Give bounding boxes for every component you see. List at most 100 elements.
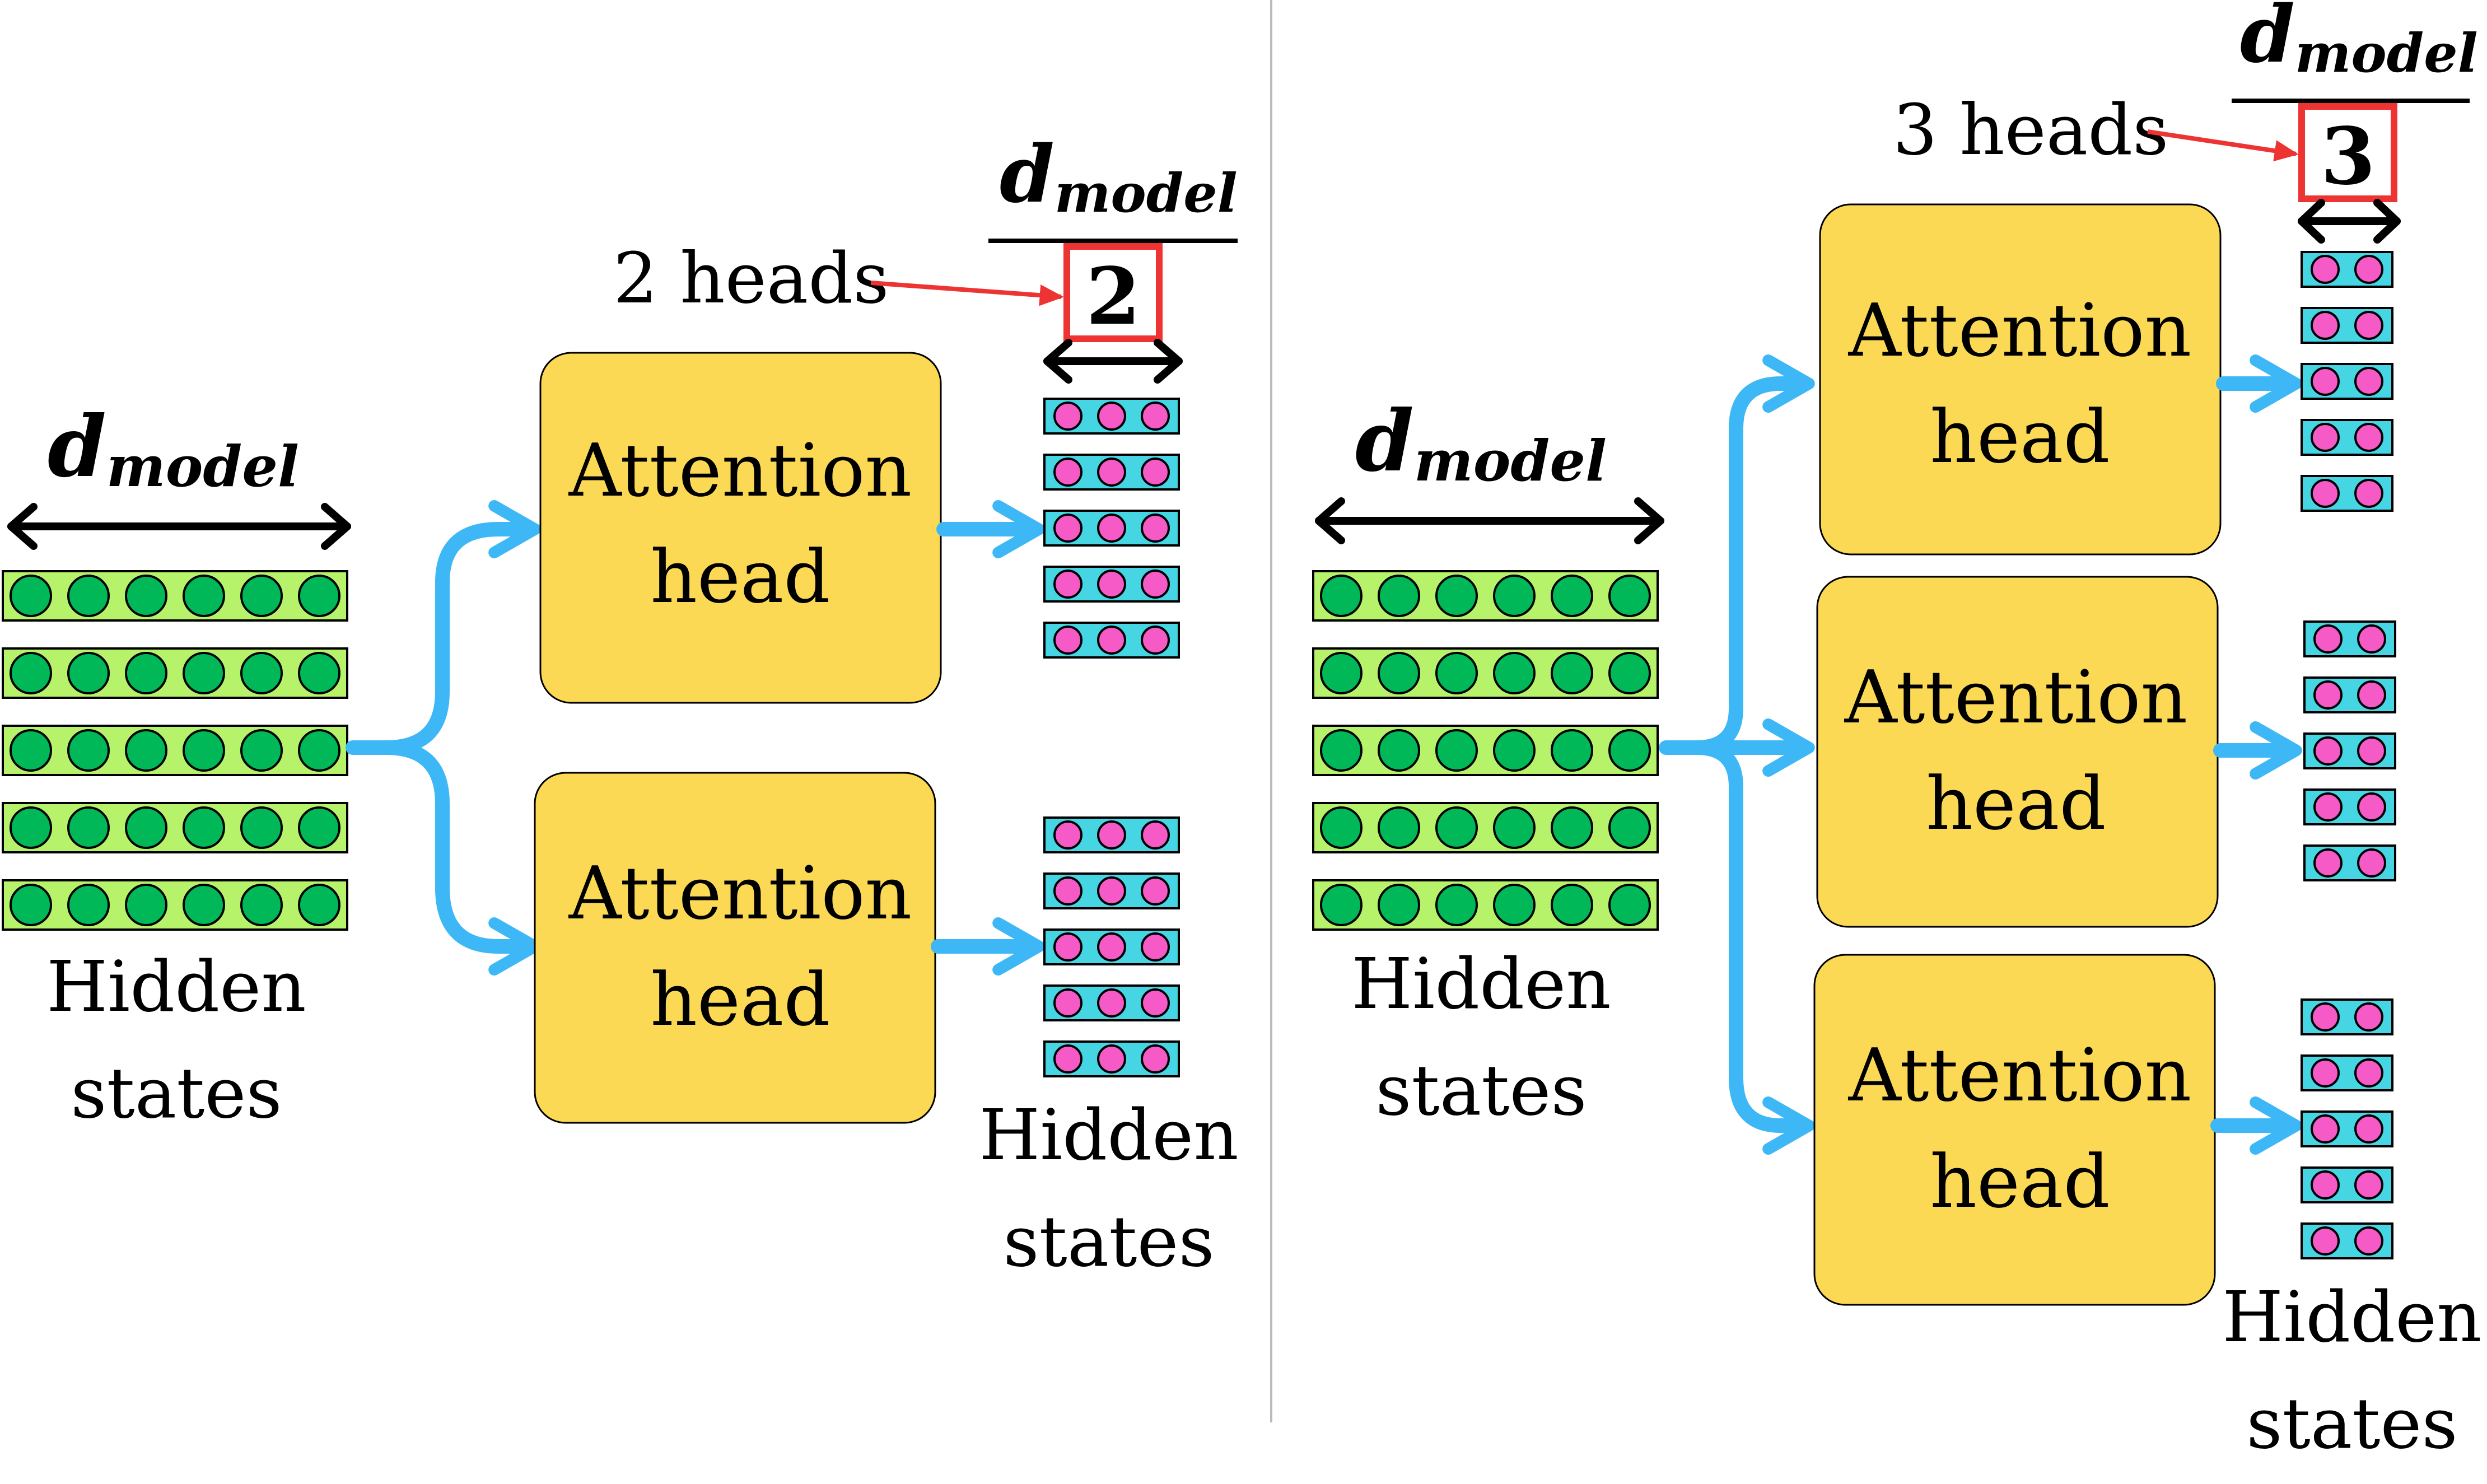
embedding-unit (1053, 820, 1082, 850)
embedding-unit (1435, 729, 1478, 772)
embedding-unit (1551, 806, 1593, 849)
attention-head: Attention head (539, 352, 942, 704)
embedding-unit (240, 806, 283, 849)
embedding-unit (1053, 402, 1082, 431)
heads-count-pointer (2147, 129, 2299, 162)
embedding-unit (1551, 884, 1593, 926)
embedding-unit (2313, 680, 2343, 710)
embedding-unit (1378, 652, 1420, 694)
input-label-line1: Hidden (46, 946, 306, 1028)
embedding-unit (2311, 255, 2340, 284)
embedding-unit (10, 806, 52, 849)
embedding-unit (1320, 652, 1363, 694)
embedding-unit (1053, 458, 1082, 487)
embedding-unit (1608, 652, 1651, 694)
embedding-unit (1378, 729, 1420, 772)
embedding-unit (298, 575, 340, 617)
embedding-unit (2311, 479, 2340, 508)
embedding-unit (2354, 423, 2383, 452)
embedding-unit (67, 884, 110, 926)
input-dmodel-label: dmodel (48, 398, 299, 500)
embedding-unit (2357, 848, 2386, 878)
embedding-unit (1053, 626, 1082, 655)
output-hidden-states (1043, 398, 1180, 659)
embedding-unit (298, 729, 340, 772)
input-label-line2: states (1375, 1050, 1587, 1131)
embedding-unit (1141, 1044, 1170, 1074)
embedding-unit (1320, 575, 1363, 617)
embedding-unit (1053, 514, 1082, 543)
token-row (2, 570, 348, 622)
embedding-unit (1608, 575, 1651, 617)
embedding-unit (1097, 1044, 1126, 1074)
embedding-unit (1097, 514, 1126, 543)
embedding-unit (240, 884, 283, 926)
embedding-unit (1053, 1044, 1082, 1074)
token-row (1312, 802, 1659, 853)
panel-three-heads: dmodel Hidden states Attention head Atte… (1312, 0, 2482, 1464)
output-arrows (2210, 354, 2302, 1155)
attention-head-label-line1: Attention (1844, 655, 2188, 740)
input-hidden-states (2, 570, 348, 931)
embedding-unit (2357, 680, 2386, 710)
embedding-unit (1053, 876, 1082, 906)
head-dim-numerator: dmodel (2240, 0, 2478, 85)
token-row (1312, 725, 1659, 776)
embedding-unit (1435, 884, 1478, 926)
attention-head-label-line2: head (650, 957, 830, 1042)
embedding-unit (1320, 729, 1363, 772)
attention-head-label-line1: Attention (1848, 288, 2192, 373)
embedding-unit (1378, 575, 1420, 617)
attention-head: Attention head (1816, 576, 2219, 928)
split-arrows (1659, 354, 1815, 1155)
output-hidden-states (2303, 620, 2396, 881)
embedding-unit (2354, 1114, 2383, 1144)
input-label-line1: Hidden (1351, 944, 1611, 1025)
embedding-unit (1141, 458, 1170, 487)
embedding-unit (1097, 876, 1126, 906)
embedding-unit (1320, 884, 1363, 926)
output-label-line2: states (2246, 1383, 2457, 1464)
output-label-line1: Hidden (2222, 1277, 2482, 1358)
embedding-unit (67, 575, 110, 617)
embedding-unit (1493, 575, 1536, 617)
embedding-unit (125, 652, 167, 694)
output-hidden-states (2301, 998, 2393, 1259)
output-arrows (931, 500, 1045, 976)
embedding-unit (1053, 932, 1082, 962)
embedding-unit (2357, 792, 2386, 822)
embedding-unit (1435, 575, 1478, 617)
attention-head-label-line2: head (1930, 394, 2110, 479)
embedding-unit (298, 652, 340, 694)
embedding-unit (67, 806, 110, 849)
embedding-unit (125, 806, 167, 849)
embedding-unit (1097, 988, 1126, 1018)
input-hidden-states (1312, 570, 1659, 931)
attention-head: Attention head (1813, 954, 2216, 1306)
embedding-unit (10, 729, 52, 772)
token-row (1312, 570, 1659, 622)
embedding-unit (183, 729, 225, 772)
token-row (2, 725, 348, 776)
embedding-unit (1141, 988, 1170, 1018)
attention-head-label-line1: Attention (568, 428, 912, 513)
embedding-unit (1608, 729, 1651, 772)
attention-head: Attention head (534, 772, 936, 1124)
embedding-unit (1608, 806, 1651, 849)
input-width-arrow (1315, 497, 1664, 544)
embedding-unit (1097, 932, 1126, 962)
embedding-unit (2354, 255, 2383, 284)
embedding-unit (1097, 820, 1126, 850)
embedding-unit (1141, 820, 1170, 850)
embedding-unit (10, 575, 52, 617)
embedding-unit (2357, 624, 2386, 654)
embedding-unit (125, 729, 167, 772)
embedding-unit (1053, 988, 1082, 1018)
input-width-arrow (7, 503, 351, 550)
output-label-line2: states (1003, 1201, 1214, 1282)
embedding-unit (1378, 884, 1420, 926)
embedding-unit (1551, 729, 1593, 772)
embedding-unit (2354, 479, 2383, 508)
embedding-unit (2357, 736, 2386, 766)
